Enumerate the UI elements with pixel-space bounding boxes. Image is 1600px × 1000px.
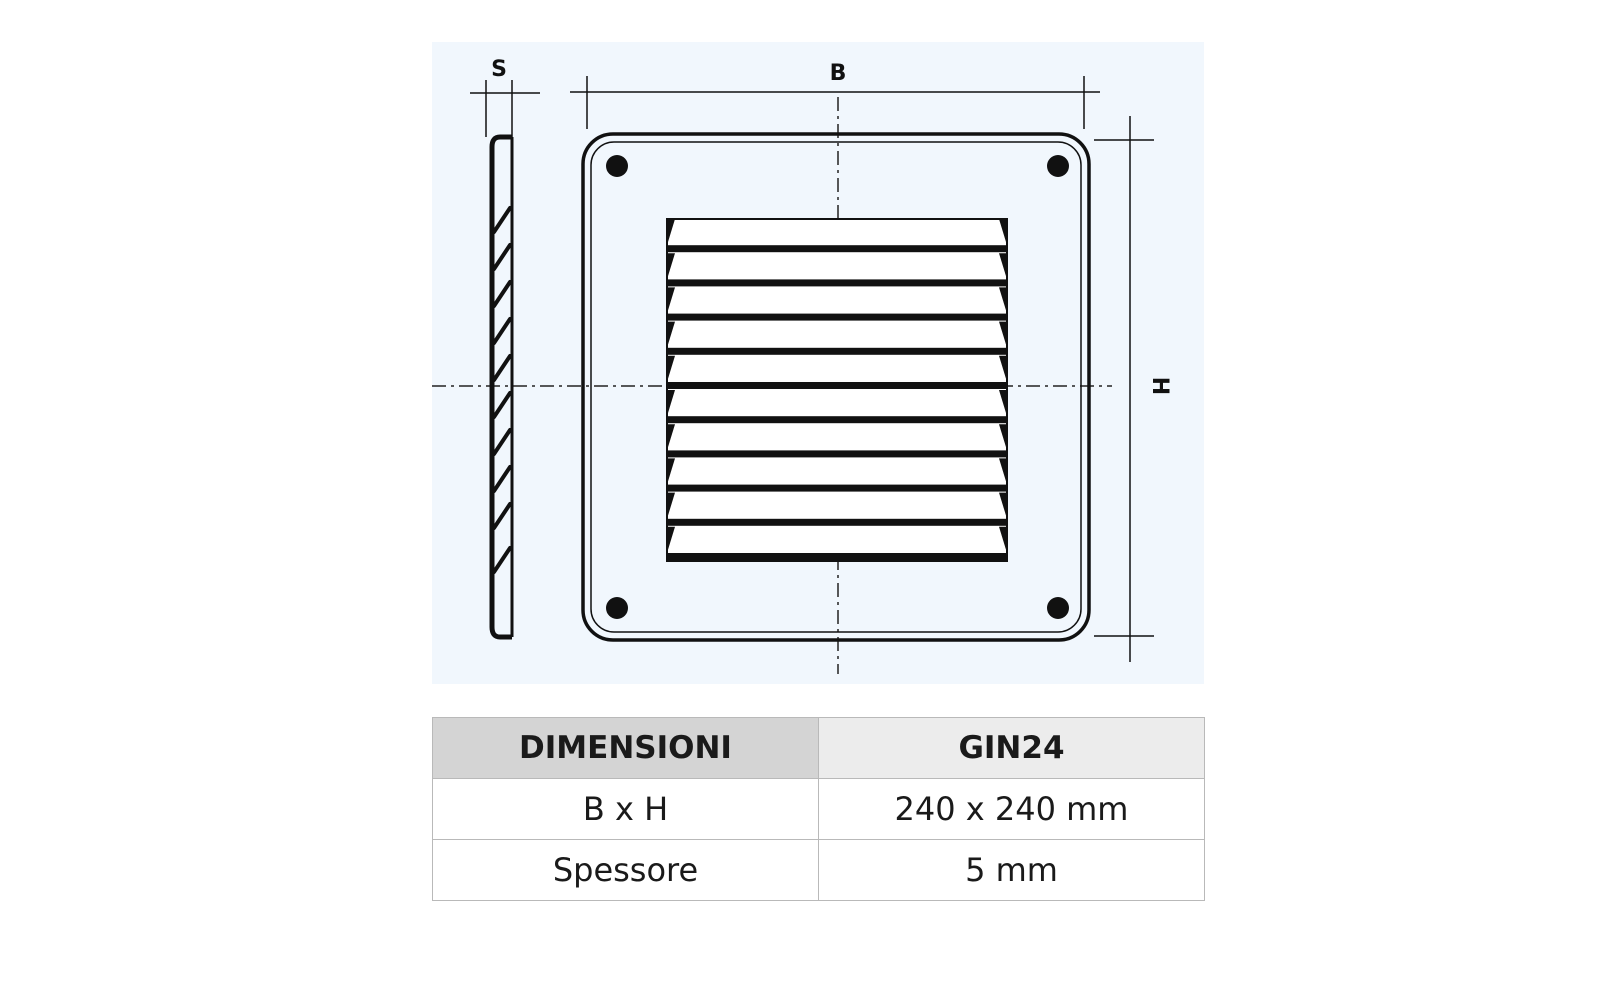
profile-slats bbox=[492, 206, 512, 574]
louvre-slat-end bbox=[999, 219, 1007, 246]
height-dimension bbox=[1094, 116, 1154, 662]
louvre-slat-end bbox=[667, 355, 675, 382]
louvre-slat-end bbox=[667, 458, 675, 485]
height-label: H bbox=[1147, 377, 1172, 395]
louvre-slat bbox=[667, 416, 1007, 424]
width-label: B bbox=[830, 61, 847, 86]
side-profile-view bbox=[470, 80, 540, 640]
louvre-slat bbox=[667, 382, 1007, 389]
row-value-size: 240 x 240 mm bbox=[818, 778, 1205, 840]
louvre-slat-end bbox=[999, 458, 1007, 485]
louvre-slat-end bbox=[999, 390, 1007, 417]
louvre-slat bbox=[667, 279, 1007, 287]
grille-drawing: S B H bbox=[432, 57, 1172, 674]
width-dimension bbox=[570, 76, 1100, 129]
louvre-grid bbox=[666, 218, 1008, 562]
louvre-slat-end bbox=[667, 219, 675, 246]
table-header-row: DIMENSIONI GIN24 bbox=[432, 717, 1205, 779]
screw-hole-icon bbox=[606, 155, 628, 177]
louvre-slat-end bbox=[999, 424, 1007, 451]
row-label-size: B x H bbox=[432, 778, 819, 840]
screw-hole-icon bbox=[1047, 597, 1069, 619]
grille-drawing-panel: S B H bbox=[432, 42, 1204, 684]
thickness-label: S bbox=[491, 57, 507, 82]
louvre-slat-end bbox=[999, 492, 1007, 519]
table-row: B x H 240 x 240 mm bbox=[432, 778, 1205, 840]
louvre-slat-end bbox=[667, 390, 675, 417]
header-model: GIN24 bbox=[818, 717, 1205, 779]
louvre-slat bbox=[667, 450, 1007, 458]
louvre-slat-end bbox=[999, 321, 1007, 348]
row-value-thickness: 5 mm bbox=[818, 839, 1205, 901]
row-label-thickness: Spessore bbox=[432, 839, 819, 901]
screw-holes bbox=[606, 155, 1069, 619]
header-dimensions: DIMENSIONI bbox=[432, 717, 819, 779]
table-row: Spessore 5 mm bbox=[432, 839, 1205, 901]
screw-hole-icon bbox=[1047, 155, 1069, 177]
louvre-slat-end bbox=[667, 492, 675, 519]
louvre-slat bbox=[667, 484, 1007, 492]
louvre-slat-end bbox=[667, 321, 675, 348]
center-lines bbox=[432, 97, 1112, 674]
louvre-opening bbox=[666, 218, 1008, 562]
thickness-dimension bbox=[470, 80, 540, 137]
louvre-slat-end bbox=[667, 424, 675, 451]
louvre-slat bbox=[667, 518, 1007, 526]
louvre-slat bbox=[667, 313, 1007, 321]
louvre-slat-end bbox=[999, 355, 1007, 382]
grille-frame bbox=[581, 132, 1091, 642]
screw-hole-icon bbox=[606, 597, 628, 619]
louvre-slat bbox=[667, 553, 1007, 560]
dimensions-table: DIMENSIONI GIN24 B x H 240 x 240 mm Spes… bbox=[432, 717, 1205, 901]
louvre-slat bbox=[667, 347, 1007, 355]
louvre-slat bbox=[667, 245, 1007, 253]
